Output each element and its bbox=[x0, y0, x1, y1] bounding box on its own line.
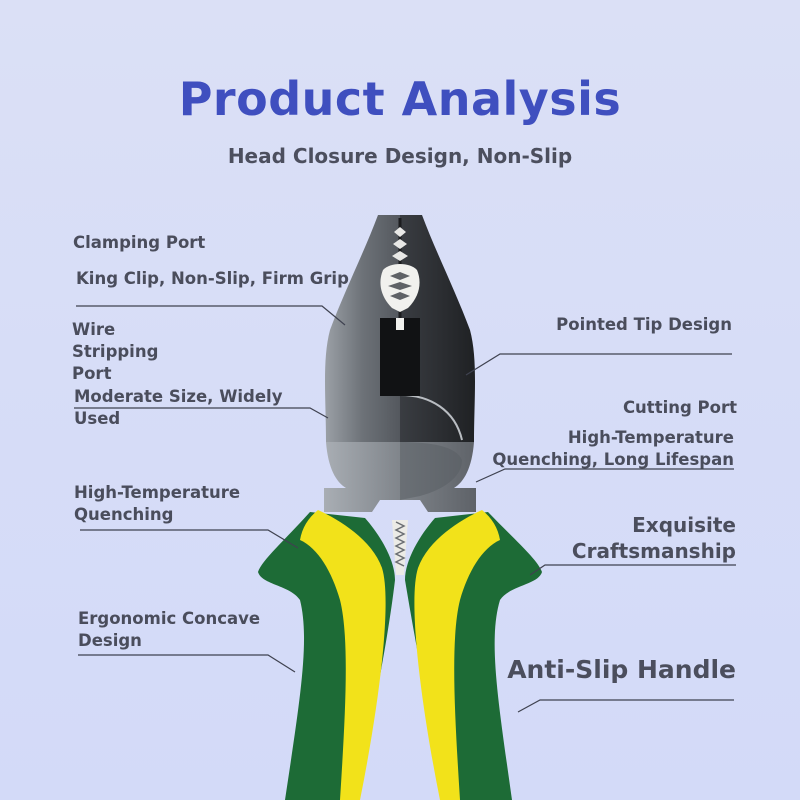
right-handle bbox=[405, 510, 542, 800]
callout-cutting-port-title: Cutting Port bbox=[622, 398, 737, 417]
callout-cutting-port-detail: High-Temperature Quenching, Long Lifespa… bbox=[492, 428, 734, 469]
pliers-joint bbox=[324, 442, 476, 512]
callout-clamping-port-title: Clamping Port bbox=[73, 233, 206, 252]
callout-anti-slip-handle: Anti-Slip Handle bbox=[507, 655, 736, 684]
callout-clamping-port-detail: King Clip, Non-Slip, Firm Grip bbox=[76, 269, 349, 288]
left-handle bbox=[258, 510, 395, 800]
page-title: Product Analysis bbox=[178, 72, 622, 126]
callout-wire-stripping-detail: Moderate Size, Widely Used bbox=[74, 387, 283, 428]
callout-pointed-tip: Pointed Tip Design bbox=[556, 315, 732, 334]
leader-lines bbox=[74, 305, 736, 713]
pliers-head bbox=[325, 215, 475, 442]
callout-wire-stripping-title: Wire Stripping Port bbox=[72, 320, 159, 383]
page-subtitle: Head Closure Design, Non-Slip bbox=[227, 144, 573, 168]
callout-ergonomic-design: Ergonomic Concave Design bbox=[78, 609, 261, 650]
callout-exquisite-craftsmanship: Exquisite Craftsmanship bbox=[571, 513, 736, 563]
callout-high-temperature-quenching: High-Temperature Quenching bbox=[74, 483, 241, 524]
